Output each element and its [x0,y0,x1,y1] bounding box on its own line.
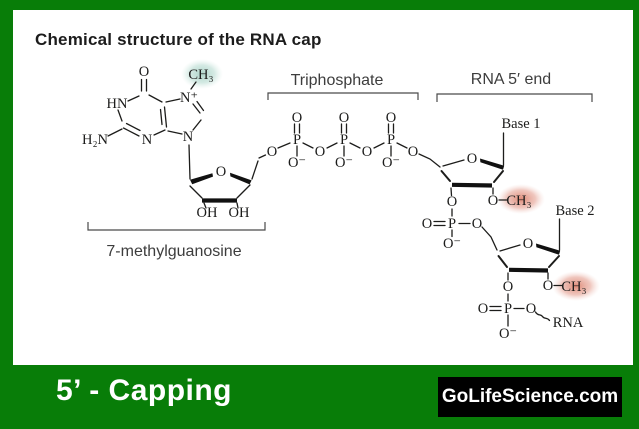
atom-label-pA-o-right: O [472,216,482,232]
atom-label-pA-ominus: O⁻ [443,236,461,252]
section-brackets [87,92,593,231]
atom-label-p1-ominus: O⁻ [288,155,306,171]
ribose-base2 [497,218,563,287]
base2-label: Base 2 [555,203,594,219]
ribose-guanosine [189,154,267,209]
atom-label-p2-o: O [339,110,349,126]
footer-bar: 5’ - Capping GoLifeScience.com [0,365,639,429]
atom-label-pB: P [504,301,512,317]
atom-label-p2-ominus: O⁻ [335,155,353,171]
atom-label-n3: N [142,132,153,148]
atom-label-pA-o-left: O [422,216,432,232]
methylguanosine-bracket [87,222,266,231]
atom-label-oh-3: OH [229,205,250,221]
atom-label-riboseB-o2: O [543,278,553,294]
brand-box: GoLifeScience.com [438,377,622,417]
page-title: Chemical structure of the RNA cap [35,30,322,49]
atom-label-oh-2: OH [197,205,218,221]
atom-label-p3-o: O [386,110,396,126]
atom-label-pB-ominus: O⁻ [499,326,517,342]
atom-label-riboseB-o3: O [503,279,513,295]
atom-label-p3-ominus: O⁻ [382,155,400,171]
atom-label-n7-plus: N⁺ [180,90,198,106]
atom-label-riboseB-ch3: CH₃ [561,279,586,295]
methylguanosine-label: 7-methylguanosine [106,243,241,260]
atom-label-ring-o: O [216,164,226,180]
atom-label-riboseB-o: O [523,236,533,252]
phosphodiester-2-bonds [489,293,551,327]
atom-label-cap-ch3: CH₃ [188,67,213,83]
phosphodiester-1-bonds [433,208,498,251]
rna-continues-label: RNA [553,315,584,331]
red-highlight-ribose2-methyl [552,271,600,301]
atom-label-riboseA-o3: O [447,194,457,210]
rna5end-bracket [436,93,593,102]
atom-label-o5: O [267,144,277,160]
triphosphate-bracket [267,92,419,100]
atom-label-pB-o-right: O [526,301,536,317]
atom-label-pB-o-left: O [478,301,488,317]
rna5end-label: RNA 5′ end [471,71,551,88]
atom-label-riboseA-o: O [467,151,477,167]
atom-label-hn: HN [107,96,128,112]
atom-label-bridge-o1: O [315,144,325,160]
atom-label-bridge-o3: O [408,144,418,160]
atom-label-p1: P [293,132,301,148]
rna-cap-structure: O CH₃ N⁺ HN H₂N N N O OH OH O P O O⁻ O P… [82,59,600,342]
triphosphate-label: Triphosphate [291,72,384,89]
guanine-ring-bonds [107,78,205,180]
atom-label-p2: P [340,132,348,148]
red-highlight-ribose1-methyl [497,184,545,214]
ribose-base1 [440,132,508,201]
teal-highlight-cap-methyl [181,59,223,89]
atom-label-n9: N [183,129,194,145]
atom-label-riboseA-ch3: CH₃ [506,193,531,209]
brand-watermark: GoLifeScience.com [441,386,619,407]
footer-title: 5’ - Capping [56,374,233,407]
triphosphate-bonds [277,123,441,168]
atom-label-riboseA-o2: O [488,193,498,209]
methyl-highlights [181,59,600,301]
atom-label-p1-o: O [292,110,302,126]
rna-squiggle-bond [534,311,551,322]
atom-label-p3: P [387,132,395,148]
atom-label-carbonyl-o: O [139,64,149,80]
atom-label-pA: P [448,216,456,232]
atom-label-bridge-o2: O [362,144,372,160]
base1-label: Base 1 [501,116,540,132]
atom-label-h2n: H₂N [82,132,109,148]
